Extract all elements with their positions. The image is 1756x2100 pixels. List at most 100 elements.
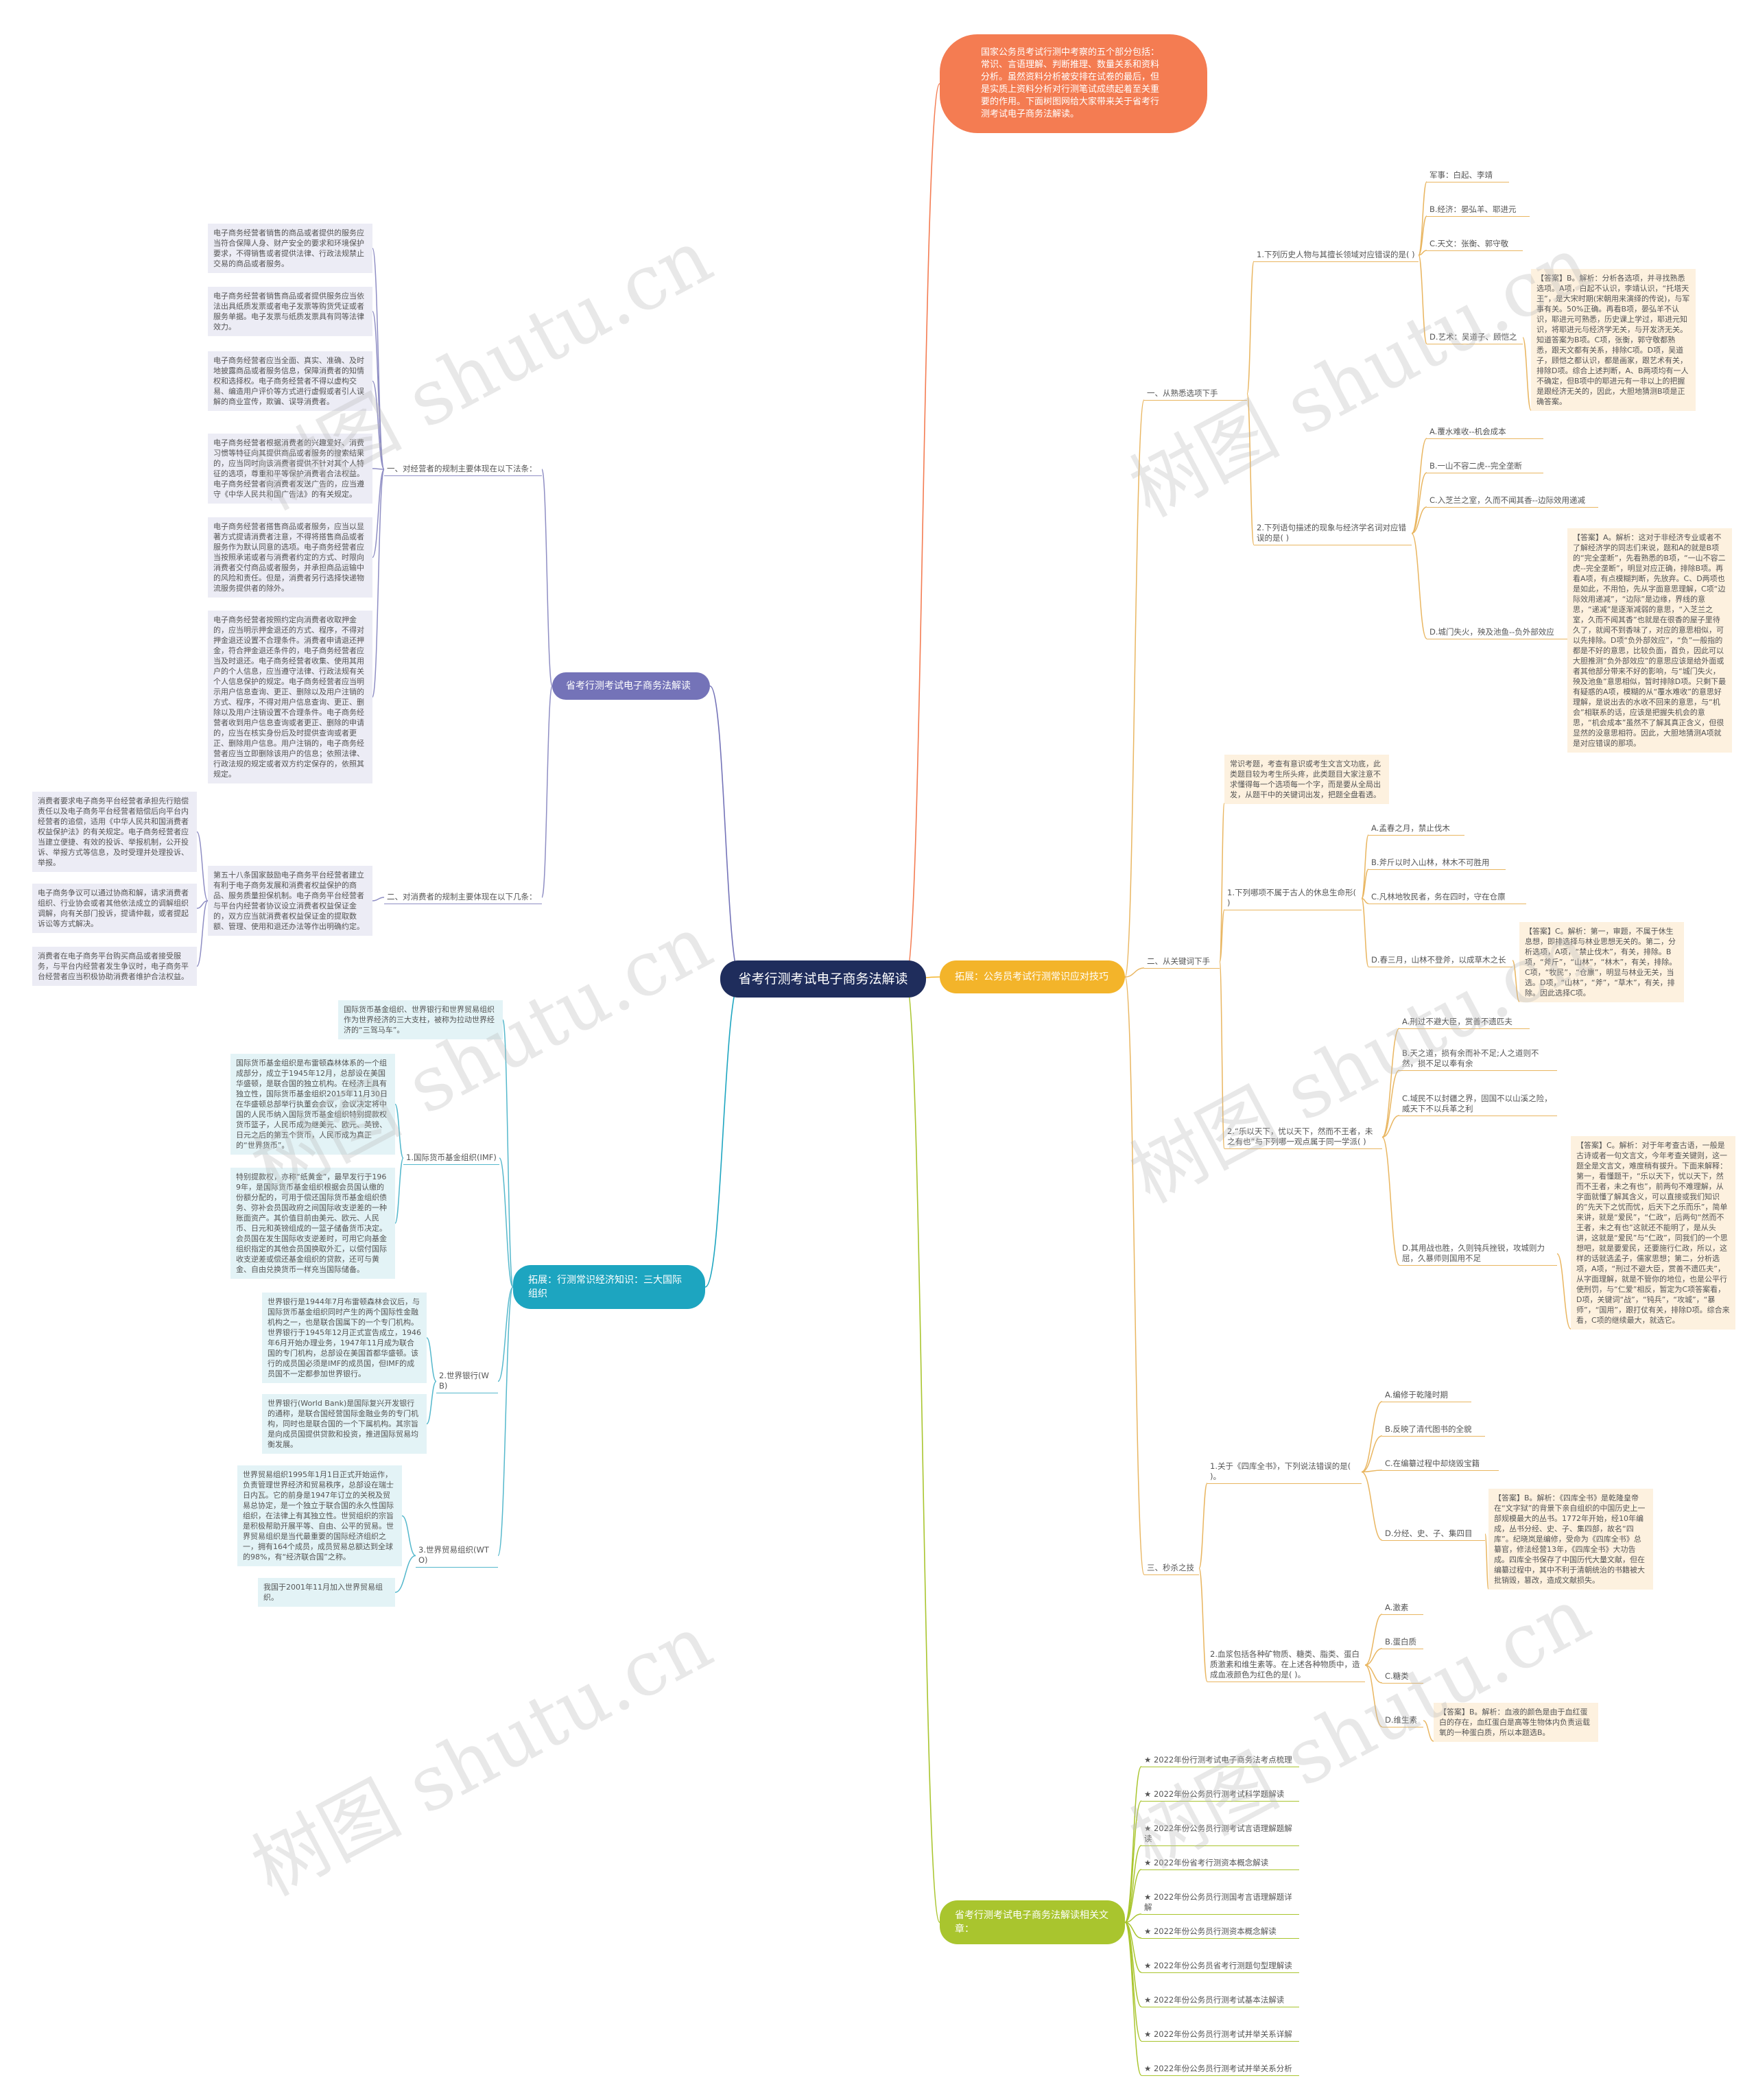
law-s1-item-1: 电子商务经营者销售的商品或者提供的服务应当符合保障人身、财产安全的要求和环境保护… bbox=[208, 224, 372, 273]
related-article-4[interactable]: ★ 2022年份省考行测资本概念解读 bbox=[1141, 1856, 1299, 1870]
g1-q1-answer: 【答案】B。解析：分析各选项，并寻找熟悉选项。A项，白起不认识，李靖认识，“托塔… bbox=[1531, 269, 1696, 411]
g1-q1-opt-b[interactable]: B.经济：晏弘羊、耶进元 bbox=[1427, 203, 1530, 217]
law-s2-item-1: 消费者要求电子商务平台经营者承担先行赔偿责任以及电子商务平台经营者赔偿后向平台内… bbox=[32, 792, 197, 872]
g2-q2-opt-a[interactable]: A.刑过不避大臣，赏善不遗匹夫 bbox=[1399, 1015, 1530, 1029]
connector bbox=[1124, 967, 1145, 978]
connector bbox=[1198, 1483, 1208, 1569]
g2-q1-opt-b[interactable]: B.斧斤以时入山林，林木不可胜用 bbox=[1368, 856, 1506, 870]
connector bbox=[502, 1019, 514, 1288]
law-branch[interactable]: 省考行测考试电子商务法解读 bbox=[552, 672, 710, 700]
connector bbox=[1246, 393, 1255, 545]
related-article-1[interactable]: ★ 2022年份行测考试电子商务法考点梳理 bbox=[1141, 1754, 1299, 1767]
related-article-8[interactable]: ★ 2022年份公务员行测考试基本法解读 bbox=[1141, 1994, 1299, 2007]
g1-q2-opt-c[interactable]: C.入芝兰之室，久而不闻其香--边际效用递减 bbox=[1427, 494, 1598, 508]
g2-q1-opt-d[interactable]: D.春三月，山林不登斧，以成草木之长 bbox=[1368, 954, 1512, 967]
g2-q1-opt-c[interactable]: C.凡林地牧民者，务在四时，守在仓廪 bbox=[1368, 890, 1526, 904]
connector bbox=[1522, 337, 1532, 411]
connector bbox=[497, 1286, 514, 1557]
g1-q2-label[interactable]: 2.下列语句描述的现象与经济学名词对应错误的是( ) bbox=[1254, 521, 1412, 545]
connector bbox=[1198, 1568, 1208, 1682]
connector bbox=[394, 1157, 404, 1224]
center-topic[interactable]: 省考行测考试电子商务法解读 bbox=[720, 960, 926, 998]
orgs-intro: 国际货币基金组织、世界银行和世界贸易组织作为世界经济的三大支柱，被称为拉动世界经… bbox=[338, 1000, 503, 1039]
law-s1-item-6: 电子商务经营者按照约定向消费者收取押金的，应当明示押金退还的方式、程序，不得对押… bbox=[208, 611, 372, 783]
connector bbox=[1411, 506, 1427, 534]
g1-q1-opt-c[interactable]: C.天文：张衡、郭守敬 bbox=[1427, 237, 1523, 251]
g3-q2-answer: 【答案】B。解析：血液的颜色是由于血红蛋白的存在，血红蛋白是高等生物体内负责运载… bbox=[1434, 1703, 1598, 1742]
tips-branch[interactable]: 拓展：公务员考试行测常识应对技巧 bbox=[940, 960, 1125, 993]
connector bbox=[1364, 1648, 1383, 1666]
connector bbox=[541, 685, 553, 898]
g1-q2-answer: 【答案】A。解析：这对于非经济专业或者不了解经济学的同志们来说，题和A的就是B项… bbox=[1567, 528, 1732, 753]
connector bbox=[1361, 897, 1369, 967]
law-s2-item-2: 电子商务争议可以通过协商和解，请求消费者组织、行业协会或者其他依法成立的调解组织… bbox=[32, 884, 197, 933]
related-article-5[interactable]: ★ 2022年份公务员行测国考言语理解题详解 bbox=[1141, 1891, 1299, 1915]
g1-q1-opt-d[interactable]: D.艺术：吴道子、顾恺之 bbox=[1427, 331, 1523, 344]
g3-q2-opt-b[interactable]: B.蛋白质 bbox=[1382, 1636, 1423, 1649]
related-article-3[interactable]: ★ 2022年份公务员行测考试言语理解题解读 bbox=[1141, 1822, 1299, 1846]
connector bbox=[196, 831, 209, 901]
law-s1-item-2: 电子商务经营者销售商品或者提供服务应当依法出具纸质发票或者电子发票等购货凭证或者… bbox=[208, 287, 372, 336]
connector bbox=[1219, 961, 1225, 1149]
related-article-9[interactable]: ★ 2022年份公务员行测考试并举关系详解 bbox=[1141, 2028, 1299, 2042]
connector bbox=[196, 900, 209, 909]
related-article-10[interactable]: ★ 2022年份公务员行测考试并举关系分析 bbox=[1141, 2062, 1299, 2076]
imf-label[interactable]: 1.国际货币基金组织(IMF) bbox=[403, 1151, 499, 1165]
connector bbox=[372, 380, 385, 470]
g2-q2-label[interactable]: 2.“乐以天下，忧以天下，然而不王者，未之有也”与下列哪一观点属于同一学派( ) bbox=[1224, 1125, 1382, 1149]
g3-q1-opt-a[interactable]: A.编修于乾隆时期 bbox=[1382, 1389, 1471, 1402]
g1-q1-label[interactable]: 1.下列历史人物与其擅长领域对应错误的是( ) bbox=[1254, 248, 1419, 262]
g2-q2-opt-b[interactable]: B.天之道，损有余而补不足;人之道则不然，损不足以奉有余 bbox=[1399, 1047, 1557, 1071]
connector bbox=[1246, 261, 1255, 394]
tips-group-1-label[interactable]: 一、从熟悉选项下手 bbox=[1144, 387, 1247, 401]
connector bbox=[372, 311, 385, 470]
g3-q2-opt-d[interactable]: D.维生素 bbox=[1382, 1714, 1423, 1727]
connector bbox=[709, 685, 741, 980]
g2-q2-opt-d[interactable]: D.其用战也胜，久则钝兵挫锐，攻城则力屈，久暴师则国用不足 bbox=[1399, 1242, 1557, 1266]
connector bbox=[426, 1337, 437, 1382]
connector bbox=[1418, 255, 1427, 344]
g2-description: 常识考题，考查有意识或考生文言文功底，此类题目较为考生所头疼，此类题目大家注意不… bbox=[1224, 755, 1389, 804]
g1-q2-opt-d[interactable]: D.城门失火，殃及池鱼--负外部效应 bbox=[1427, 626, 1571, 639]
connector bbox=[1361, 1471, 1383, 1541]
tips-group-2-label[interactable]: 二、从关键词下手 bbox=[1144, 955, 1220, 969]
law-section-1-label[interactable]: 一、对经营者的规制主要体现在以下法条： bbox=[384, 462, 542, 476]
connector bbox=[1411, 438, 1427, 534]
wto-label[interactable]: 3.世界贸易组织(WTO) bbox=[416, 1544, 498, 1568]
connector bbox=[426, 1380, 437, 1425]
g2-q2-opt-c[interactable]: C.域民不以封疆之界，固国不以山溪之险，威天下不以兵革之利 bbox=[1399, 1092, 1557, 1116]
wb-item-1: 世界银行是1944年7月布雷顿森林会议后，与国际货币基金组织同时产生的两个国际性… bbox=[262, 1293, 427, 1383]
connector bbox=[1411, 532, 1427, 639]
related-article-7[interactable]: ★ 2022年份公务员省考行测题句型理解读 bbox=[1141, 1959, 1299, 1973]
g2-q1-label[interactable]: 1.下列哪项不属于古人的休息生命形( ) bbox=[1224, 886, 1362, 910]
connector bbox=[541, 469, 553, 687]
g3-q2-label[interactable]: 2.血浆包括各种矿物质、糖类、脂类、蛋白质激素和维生素等。在上述各种物质中，造成… bbox=[1207, 1648, 1365, 1682]
law-s2-main: 第五十八条国家鼓励电子商务平台经营者建立有利于电子商务发展和消费者权益保护的商品… bbox=[208, 866, 372, 936]
g3-q1-answer: 【答案】B。解析：《四库全书》是乾隆皇帝在“文字狱”的背景下亲自组织的中国历史上… bbox=[1488, 1489, 1653, 1590]
g3-q1-opt-b[interactable]: B.反映了清代图书的全貌 bbox=[1382, 1423, 1485, 1437]
g1-q2-opt-b[interactable]: B.一山不容二虎--完全垄断 bbox=[1427, 460, 1543, 473]
g1-q1-opt-a[interactable]: 军事：白起、李靖 bbox=[1427, 169, 1509, 182]
g3-q1-opt-d[interactable]: D.分经、史、子、集四目 bbox=[1382, 1527, 1485, 1541]
intro-node[interactable]: 国家公务员考试行测中考察的五个部分包括：常识、言语理解、判断推理、数量关系和资料… bbox=[940, 34, 1207, 133]
connector bbox=[1219, 803, 1225, 963]
tips-group-3-label[interactable]: 三、秒杀之技 bbox=[1144, 1561, 1199, 1575]
g1-q2-opt-a[interactable]: A.覆水难收--机会成本 bbox=[1427, 425, 1543, 439]
related-article-2[interactable]: ★ 2022年份公务员行测考试科学题解读 bbox=[1141, 1788, 1299, 1802]
orgs-branch[interactable]: 拓展：行测常识经济知识：三大国际组织 bbox=[513, 1265, 705, 1309]
g3-q1-opt-c[interactable]: C.在编纂过程中却烧毁宝籍 bbox=[1382, 1457, 1499, 1471]
law-s1-item-5: 电子商务经营者搭售商品或者服务，应当以显著方式提请消费者注意，不得将搭售商品或者… bbox=[208, 517, 372, 598]
g3-q1-label[interactable]: 1.关于《四库全书》，下列说法错误的是( )。 bbox=[1207, 1460, 1362, 1484]
connector bbox=[1361, 1470, 1383, 1473]
g2-q1-opt-a[interactable]: A.孟春之月，禁止伐木 bbox=[1368, 822, 1464, 836]
wb-label[interactable]: 2.世界银行(WB) bbox=[436, 1369, 498, 1393]
related-article-6[interactable]: ★ 2022年份公务员行测资本概念解读 bbox=[1141, 1925, 1299, 1939]
connector bbox=[1556, 1253, 1571, 1330]
related-articles-branch[interactable]: 省考行测考试电子商务法解读相关文章： bbox=[940, 1900, 1125, 1944]
connector bbox=[1381, 1028, 1400, 1138]
law-section-2-label[interactable]: 二、对消费者的规制主要体现在以下几条： bbox=[384, 890, 542, 904]
g3-q2-opt-a[interactable]: A.激素 bbox=[1382, 1601, 1423, 1615]
connector bbox=[704, 978, 741, 1288]
g3-q2-opt-c[interactable]: C.糖类 bbox=[1382, 1670, 1423, 1684]
